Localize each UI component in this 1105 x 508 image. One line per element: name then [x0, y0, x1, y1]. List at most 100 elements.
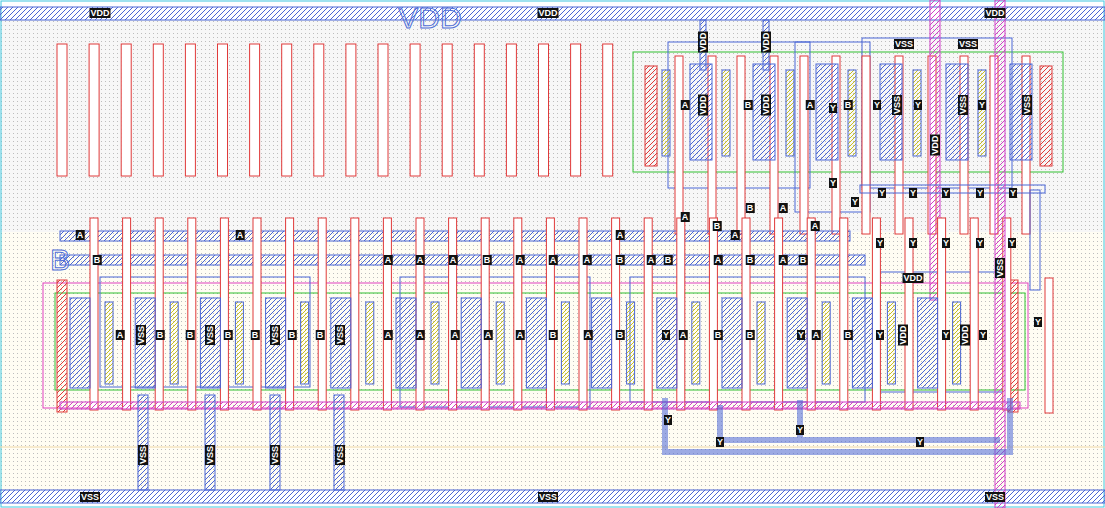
- net-label: VDD: [960, 324, 970, 345]
- net-label: VSS: [138, 445, 148, 465]
- poly-bar: [185, 44, 195, 176]
- net-label: A: [647, 255, 656, 265]
- net-label: A: [384, 330, 393, 340]
- net-label: VSS: [958, 95, 968, 115]
- poly-bar: [410, 44, 420, 176]
- net-label: Y: [909, 238, 917, 248]
- poly-gate: [155, 218, 163, 410]
- net-label: B: [156, 330, 165, 340]
- net-label: B: [844, 100, 853, 110]
- net-label: Y: [942, 188, 950, 198]
- contact-strip: [170, 302, 178, 384]
- net-label: VDD: [698, 94, 708, 115]
- metal1-strap: [918, 298, 938, 388]
- poly-bar: [89, 44, 99, 176]
- net-label: Y: [976, 238, 984, 248]
- net-label: VDD: [984, 8, 1005, 18]
- poly-bar: [474, 44, 484, 176]
- net-label: Y: [662, 330, 670, 340]
- net-label: B: [251, 330, 260, 340]
- net-label: VSS: [136, 325, 146, 345]
- metal1-strap: [396, 298, 416, 388]
- net-label: B: [93, 255, 102, 265]
- y-wire: [860, 185, 1045, 193]
- net-label: Y: [876, 330, 884, 340]
- poly-bar: [250, 44, 260, 176]
- contact-strip: [366, 302, 374, 384]
- net-label: VSS: [80, 492, 100, 502]
- poly-bar: [539, 44, 549, 176]
- contact-strip: [627, 302, 635, 384]
- metal1-strap: [946, 64, 968, 160]
- net-label: VDD: [89, 8, 110, 18]
- contact-strip: [786, 70, 794, 156]
- net-label: A: [811, 221, 820, 231]
- net-label: VSS: [205, 325, 215, 345]
- net-label: A: [76, 230, 85, 240]
- net-label: VDD: [898, 324, 908, 345]
- net-label: B: [713, 221, 722, 231]
- net-label: VSS: [995, 258, 1005, 278]
- net-label: VSS: [894, 39, 914, 49]
- poly-bar: [378, 44, 388, 176]
- poly-gate: [220, 218, 228, 410]
- vss-drop: [138, 395, 148, 490]
- metal1-strap: [1010, 64, 1032, 160]
- net-label: VSS: [205, 445, 215, 465]
- poly-gate: [123, 218, 131, 410]
- net-label: B: [186, 330, 195, 340]
- poly-gate: [416, 218, 424, 410]
- contact-strip: [496, 302, 504, 384]
- contact-strip: [692, 302, 700, 384]
- net-label: A: [116, 330, 125, 340]
- net-label: Y: [829, 103, 837, 113]
- net-label: Y: [1034, 317, 1042, 327]
- net-label: B: [616, 255, 625, 265]
- net-label: Y: [1008, 238, 1016, 248]
- net-label: Y: [873, 100, 881, 110]
- contact-strip: [662, 70, 670, 156]
- net-label: B: [616, 330, 625, 340]
- diffusion-end: [645, 66, 657, 166]
- net-label: Y: [916, 437, 924, 447]
- metal1-strap: [722, 298, 742, 388]
- poly-gate: [514, 218, 522, 410]
- poly-gate: [840, 218, 848, 410]
- net-label: VSS: [270, 325, 280, 345]
- contact-strip: [978, 70, 986, 156]
- outline-label: B: [50, 245, 70, 275]
- net-label: B: [744, 100, 753, 110]
- net-label: Y: [942, 238, 950, 248]
- net-label: VDD: [930, 134, 940, 155]
- poly-gate: [188, 218, 196, 410]
- poly-gate: [90, 218, 98, 410]
- net-label: VSS: [335, 325, 345, 345]
- net-label: Y: [851, 197, 859, 207]
- contact-strip: [105, 302, 113, 384]
- net-label: A: [681, 100, 690, 110]
- metal1-strap: [200, 298, 220, 388]
- poly-bar: [603, 44, 613, 176]
- net-label: A: [516, 330, 525, 340]
- vss-drop: [205, 395, 215, 490]
- net-label: B: [549, 330, 558, 340]
- net-label: Y: [979, 330, 987, 340]
- poly-gate: [807, 218, 815, 410]
- contact-strip: [913, 70, 921, 156]
- net-label: A: [584, 330, 593, 340]
- poly-gate: [318, 218, 326, 410]
- net-label: Y: [797, 330, 805, 340]
- poly-gate: [644, 218, 652, 410]
- net-label: Y: [664, 415, 672, 425]
- net-label: B: [224, 330, 233, 340]
- poly-bar: [1045, 278, 1053, 413]
- poly-gate: [286, 218, 294, 410]
- metal1-strap: [331, 298, 351, 388]
- metal1-strap: [690, 64, 712, 160]
- poly-bar: [571, 44, 581, 176]
- poly-gate: [775, 218, 783, 410]
- net-label: B: [483, 255, 492, 265]
- net-label: A: [583, 255, 592, 265]
